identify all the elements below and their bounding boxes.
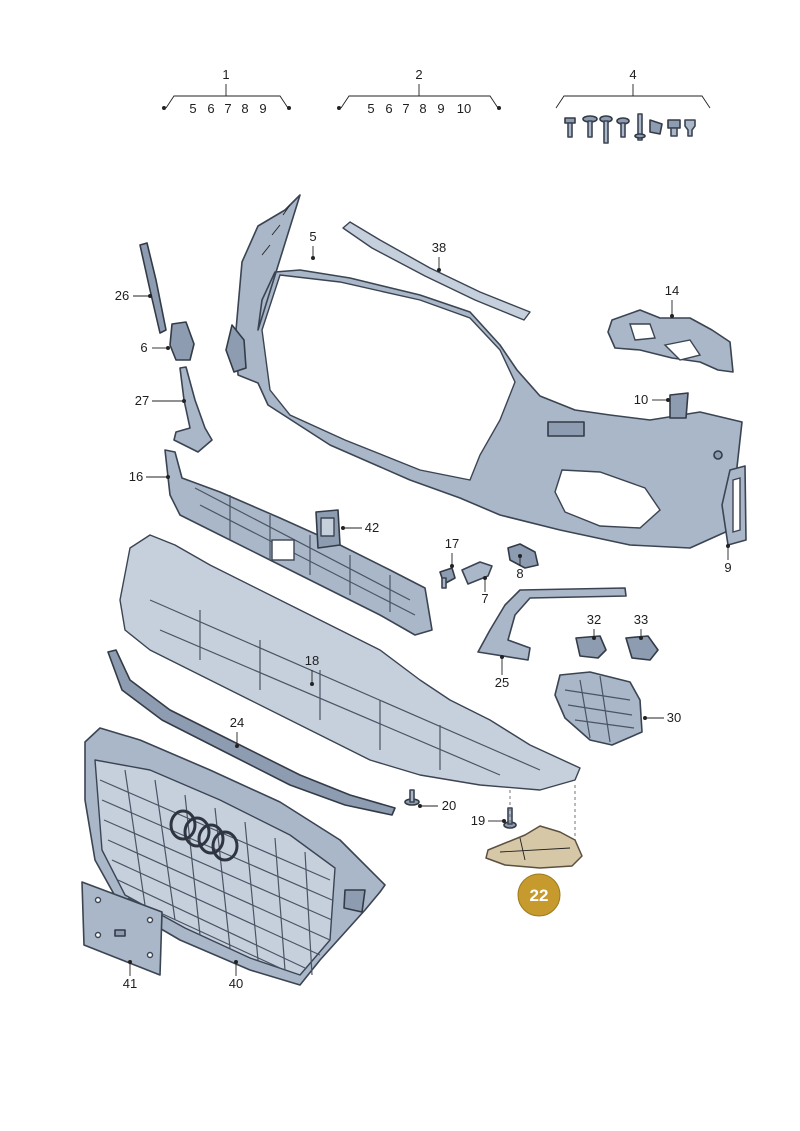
side-strip-26 — [139, 242, 167, 334]
label-9: 9 — [724, 544, 732, 575]
upper-trim-strip — [342, 221, 531, 321]
group-2-sub-7: 7 — [402, 101, 409, 116]
svg-text:25: 25 — [495, 675, 509, 690]
group-2-sub-6: 6 — [385, 101, 392, 116]
licence-plate-bracket — [81, 881, 163, 976]
svg-text:8: 8 — [516, 566, 523, 581]
group-2: 2 5 6 7 8 9 10 — [337, 67, 501, 116]
label-40: 40 — [229, 960, 243, 991]
group-1-label: 1 — [222, 67, 229, 82]
label-24: 24 — [230, 715, 244, 748]
label-17: 17 — [445, 536, 459, 568]
svg-text:42: 42 — [365, 520, 379, 535]
group-1: 1 5 6 7 8 9 — [162, 67, 291, 116]
svg-text:27: 27 — [135, 393, 149, 408]
clip-10 — [669, 392, 689, 419]
group-4: 4 — [555, 67, 711, 144]
side-trim-right — [721, 465, 747, 546]
label-14: 14 — [665, 283, 679, 318]
screw-17 — [439, 567, 456, 589]
bracket-33 — [625, 635, 659, 661]
side-air-grille — [554, 671, 643, 746]
bracket-32 — [575, 635, 607, 659]
svg-text:33: 33 — [634, 612, 648, 627]
badge-22: 22 — [517, 873, 561, 917]
fastener-set-icon — [564, 113, 696, 144]
label-32: 32 — [587, 612, 601, 640]
label-19: 19 — [471, 813, 506, 828]
group-1-sub-6: 6 — [207, 101, 214, 116]
brand-rings-logo — [169, 809, 239, 862]
trim-27 — [173, 366, 213, 453]
svg-text:16: 16 — [129, 469, 143, 484]
badge-22-label: 22 — [530, 886, 549, 905]
svg-text:9: 9 — [724, 560, 731, 575]
highlighted-part-22 — [485, 785, 583, 869]
label-10: 10 — [634, 392, 670, 407]
group-1-sub-8: 8 — [241, 101, 248, 116]
group-1-sub-9: 9 — [259, 101, 266, 116]
svg-text:30: 30 — [667, 710, 681, 725]
trim-frame-25 — [477, 587, 627, 661]
group-1-sub-5: 5 — [189, 101, 196, 116]
svg-text:14: 14 — [665, 283, 679, 298]
group-2-sub-9: 9 — [437, 101, 444, 116]
svg-text:6: 6 — [140, 340, 147, 355]
group-4-label: 4 — [629, 67, 636, 82]
label-26: 26 — [115, 288, 152, 303]
label-8: 8 — [516, 554, 524, 581]
bumper-cover — [225, 194, 743, 549]
svg-text:20: 20 — [442, 798, 456, 813]
label-27: 27 — [135, 393, 186, 408]
screw-20 — [404, 789, 420, 806]
label-41: 41 — [123, 960, 137, 991]
lower-carrier — [119, 534, 581, 791]
label-38: 38 — [432, 240, 446, 272]
svg-text:10: 10 — [634, 392, 648, 407]
group-1-sub-7: 7 — [224, 101, 231, 116]
label-20: 20 — [418, 798, 456, 813]
cover-7 — [461, 561, 493, 585]
label-42: 42 — [341, 520, 379, 535]
group-2-label: 2 — [415, 67, 422, 82]
svg-text:41: 41 — [123, 976, 137, 991]
label-30: 30 — [643, 710, 681, 725]
svg-text:32: 32 — [587, 612, 601, 627]
label-25: 25 — [495, 655, 509, 690]
svg-text:7: 7 — [481, 591, 488, 606]
holder-8 — [507, 543, 539, 569]
sensor-bracket — [315, 509, 341, 549]
label-33: 33 — [634, 612, 648, 640]
label-5: 5 — [309, 229, 317, 260]
svg-text:38: 38 — [432, 240, 446, 255]
right-bracket — [607, 309, 734, 373]
badge-22-circle — [517, 873, 561, 917]
cover-6 — [169, 321, 195, 361]
svg-text:18: 18 — [305, 653, 319, 668]
svg-text:40: 40 — [229, 976, 243, 991]
label-6: 6 — [140, 340, 170, 355]
svg-text:26: 26 — [115, 288, 129, 303]
grille-frame — [164, 449, 433, 636]
group-2-sub-8: 8 — [419, 101, 426, 116]
spoiler-strip — [107, 649, 396, 816]
svg-text:19: 19 — [471, 813, 485, 828]
svg-text:5: 5 — [309, 229, 316, 244]
radiator-grille — [84, 727, 386, 986]
svg-text:24: 24 — [230, 715, 244, 730]
svg-text:17: 17 — [445, 536, 459, 551]
group-2-sub-5: 5 — [367, 101, 374, 116]
label-7: 7 — [481, 576, 489, 606]
group-2-sub-10: 10 — [457, 101, 471, 116]
label-16: 16 — [129, 469, 170, 484]
label-18: 18 — [305, 653, 319, 686]
